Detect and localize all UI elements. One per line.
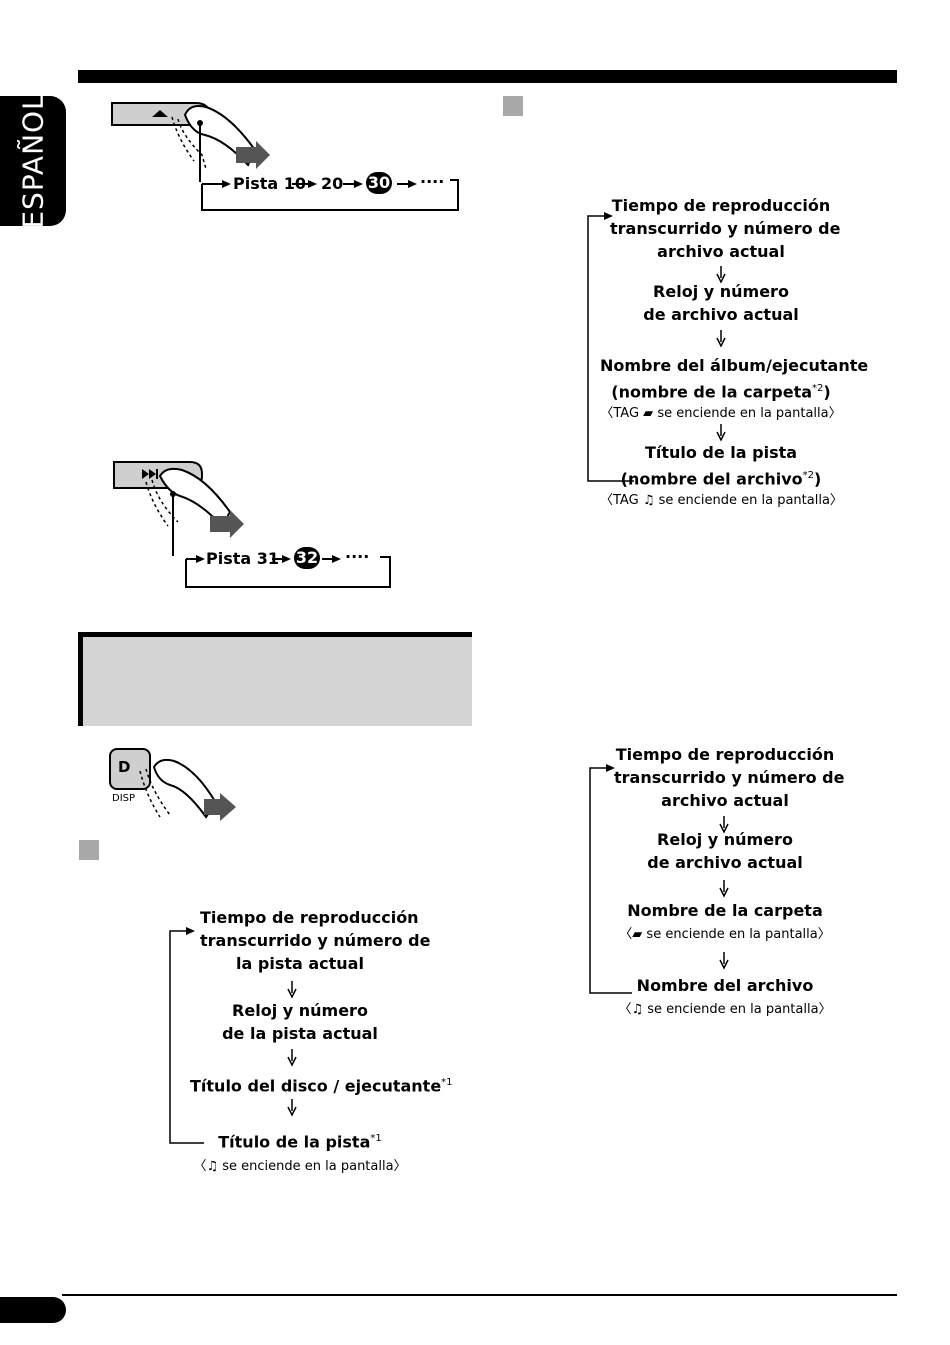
disp-key-label: D (118, 758, 131, 776)
section-marker-cd (79, 840, 99, 860)
flow-cd-step4-note: 〈♫ se enciende en la pantalla〉 (193, 1159, 407, 1174)
flow-mp3-step4-note: 〈TAG ♫ se enciende en la pantalla〉 (600, 493, 843, 508)
flow-cd-step2: Reloj y número de la pista actual (222, 1001, 378, 1043)
flow-mp3-loop (587, 212, 726, 482)
flow-wma-step4-note: 〈♫ se enciende en la pantalla〉 (618, 1002, 832, 1017)
disp-button-illustration (109, 748, 236, 821)
sequence-start-mid: Pista 31 (206, 549, 280, 568)
folder-icon: ▰ (643, 406, 654, 421)
section-marker-mp3 (503, 96, 523, 116)
flow-mp3-step1: Tiempo de reproducción transcurrido y nú… (610, 196, 841, 261)
sequence-start-top: Pista 10 (233, 174, 307, 193)
flow-wma-step2: Reloj y número de archivo actual (647, 830, 803, 872)
sequence-loop-top (201, 179, 459, 211)
sequence-highlight-32: 32 (294, 547, 320, 569)
flow-cd-loop (169, 927, 297, 1144)
flow-mp3-step3-note: 〈TAG ▰ se enciende en la pantalla〉 (600, 406, 842, 421)
flow-cd-step4: Título de la pista*1 (218, 1132, 382, 1152)
language-tab-label: ESPAÑOL (16, 93, 50, 229)
section-header-box (78, 632, 472, 726)
flow-wma-loop (589, 764, 729, 994)
flow-wma-step4: Nombre del archivo (636, 976, 814, 995)
music-note-icon: ♫ (206, 1159, 219, 1174)
sequence-ellipsis-top: ···· (420, 172, 445, 191)
flow-mp3-step3: Nombre del álbum/ejecutante (nombre de l… (600, 356, 869, 402)
sequence-highlight-30: 30 (366, 172, 392, 194)
flow-wma-step1: Tiempo de reproducción transcurrido y nú… (614, 745, 845, 810)
up-button-illustration (111, 102, 270, 182)
bottom-rule (62, 1294, 897, 1296)
flow-cd-step1: Tiempo de reproducción transcurrido y nú… (200, 908, 431, 973)
music-note-icon: ♫ (631, 1002, 644, 1017)
sequence-loop-mid (185, 555, 391, 588)
eject-up-icon (152, 110, 168, 117)
top-rule (78, 70, 897, 83)
skip-button-illustration (113, 461, 244, 556)
flow-cd-step3: Título del disco / ejecutante*1 (190, 1076, 453, 1096)
sequence-item-20: 20 (321, 174, 344, 193)
folder-icon: ▰ (632, 927, 643, 942)
flow-mp3-step4: Título de la pista (nombre del archivo*2… (620, 443, 822, 489)
music-note-icon: ♫ (642, 493, 655, 508)
language-tab: ESPAÑOL (0, 93, 66, 229)
sequence-ellipsis-mid: ···· (345, 547, 370, 566)
flow-wma-step3: Nombre de la carpeta (627, 901, 823, 920)
flow-wma-step3-note: 〈▰ se enciende en la pantalla〉 (619, 927, 831, 942)
flow-mp3-step2: Reloj y número de archivo actual (643, 282, 799, 324)
page-number-tab (0, 1297, 66, 1323)
disp-caption: DISP (112, 793, 136, 804)
